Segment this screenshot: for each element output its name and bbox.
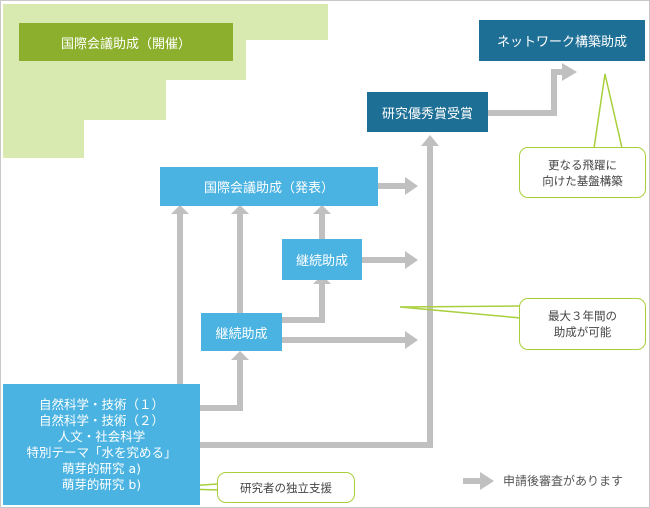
continuation-lower-box: 継続助成 [201,313,282,351]
callout-pointer-max-years [399,305,522,319]
program-item: 人文・社会科学 [57,428,146,444]
program-item: 萌芽的研究 a) [61,460,141,476]
callout-max-years-line1: 最大３年間の [548,309,617,323]
arrowhead-programs-to-continuation-lower [231,351,249,360]
arrowhead-continuation-lower-to-presentation [231,205,249,214]
legend-label: 申請後審査があります [503,474,624,488]
arrow-research-to-network [488,69,565,116]
network-building-label: ネットワーク構築助成 [496,35,627,50]
callout-foundation-line2: 向けた基盤構築 [542,173,623,188]
continuation-lower-label: 継続助成 [215,326,268,342]
continuation-upper-box: 継続助成 [282,239,362,280]
arrow-programs-to-research-excellence [200,146,433,448]
arrow-programs-to-continuation-lower [200,360,243,411]
callout-pointer-foundation [593,73,623,149]
callout-independent-label: 研究者の独立支援 [240,480,332,495]
callout-foundation-line1: 更なる飛躍に [548,157,617,172]
legend-arrowhead [480,472,494,490]
intl-conf-presentation-box: 国際会議助成（発表） [160,167,378,206]
callout-independent: 研究者の独立支援 [217,472,355,503]
arrow-continuation-lower-to-upper [282,284,325,323]
intl-conf-hosting-label: 国際会議助成（開催） [60,36,191,52]
intl-conf-presentation-label: 国際会議助成（発表） [203,181,334,196]
program-item: 自然科学・技術（１） [38,396,164,412]
arrowhead-programs-to-research-excellence [421,135,439,146]
arrowhead-continuation-lower-right [405,331,418,349]
research-excellence-label: 研究優秀賞受賞 [381,106,473,122]
network-building-box: ネットワーク構築助成 [479,20,645,61]
arrowhead-programs-to-presentation [171,205,189,214]
program-item: 萌芽的研究 b) [61,476,142,492]
arrowhead-research-to-network [562,63,577,81]
program-item: 特別テーマ「水を究める」 [26,444,177,460]
callout-foundation: 更なる飛躍に 向けた基盤構築 [519,147,646,198]
callout-max-years-line2: 助成が可能 [553,325,612,339]
programs-list: 自然科学・技術（１） 自然科学・技術（２） 人文・社会科学 特別テーマ「水を究め… [26,397,176,493]
arrowhead-continuation-upper-to-presentation [313,205,331,214]
arrowhead-continuation-upper-right [405,251,418,269]
callout-max-years: 最大３年間の 助成が可能 [519,298,646,350]
arrowhead-presentation-right [405,177,418,195]
programs-box: 自然科学・技術（１） 自然科学・技術（２） 人文・社会科学 特別テーマ「水を究め… [3,384,200,505]
continuation-upper-label: 継続助成 [295,254,348,269]
program-item: 自然科学・技術（２） [38,412,164,428]
research-excellence-box: 研究優秀賞受賞 [367,92,488,132]
intl-conf-hosting-box: 国際会議助成（開催） [19,23,233,61]
